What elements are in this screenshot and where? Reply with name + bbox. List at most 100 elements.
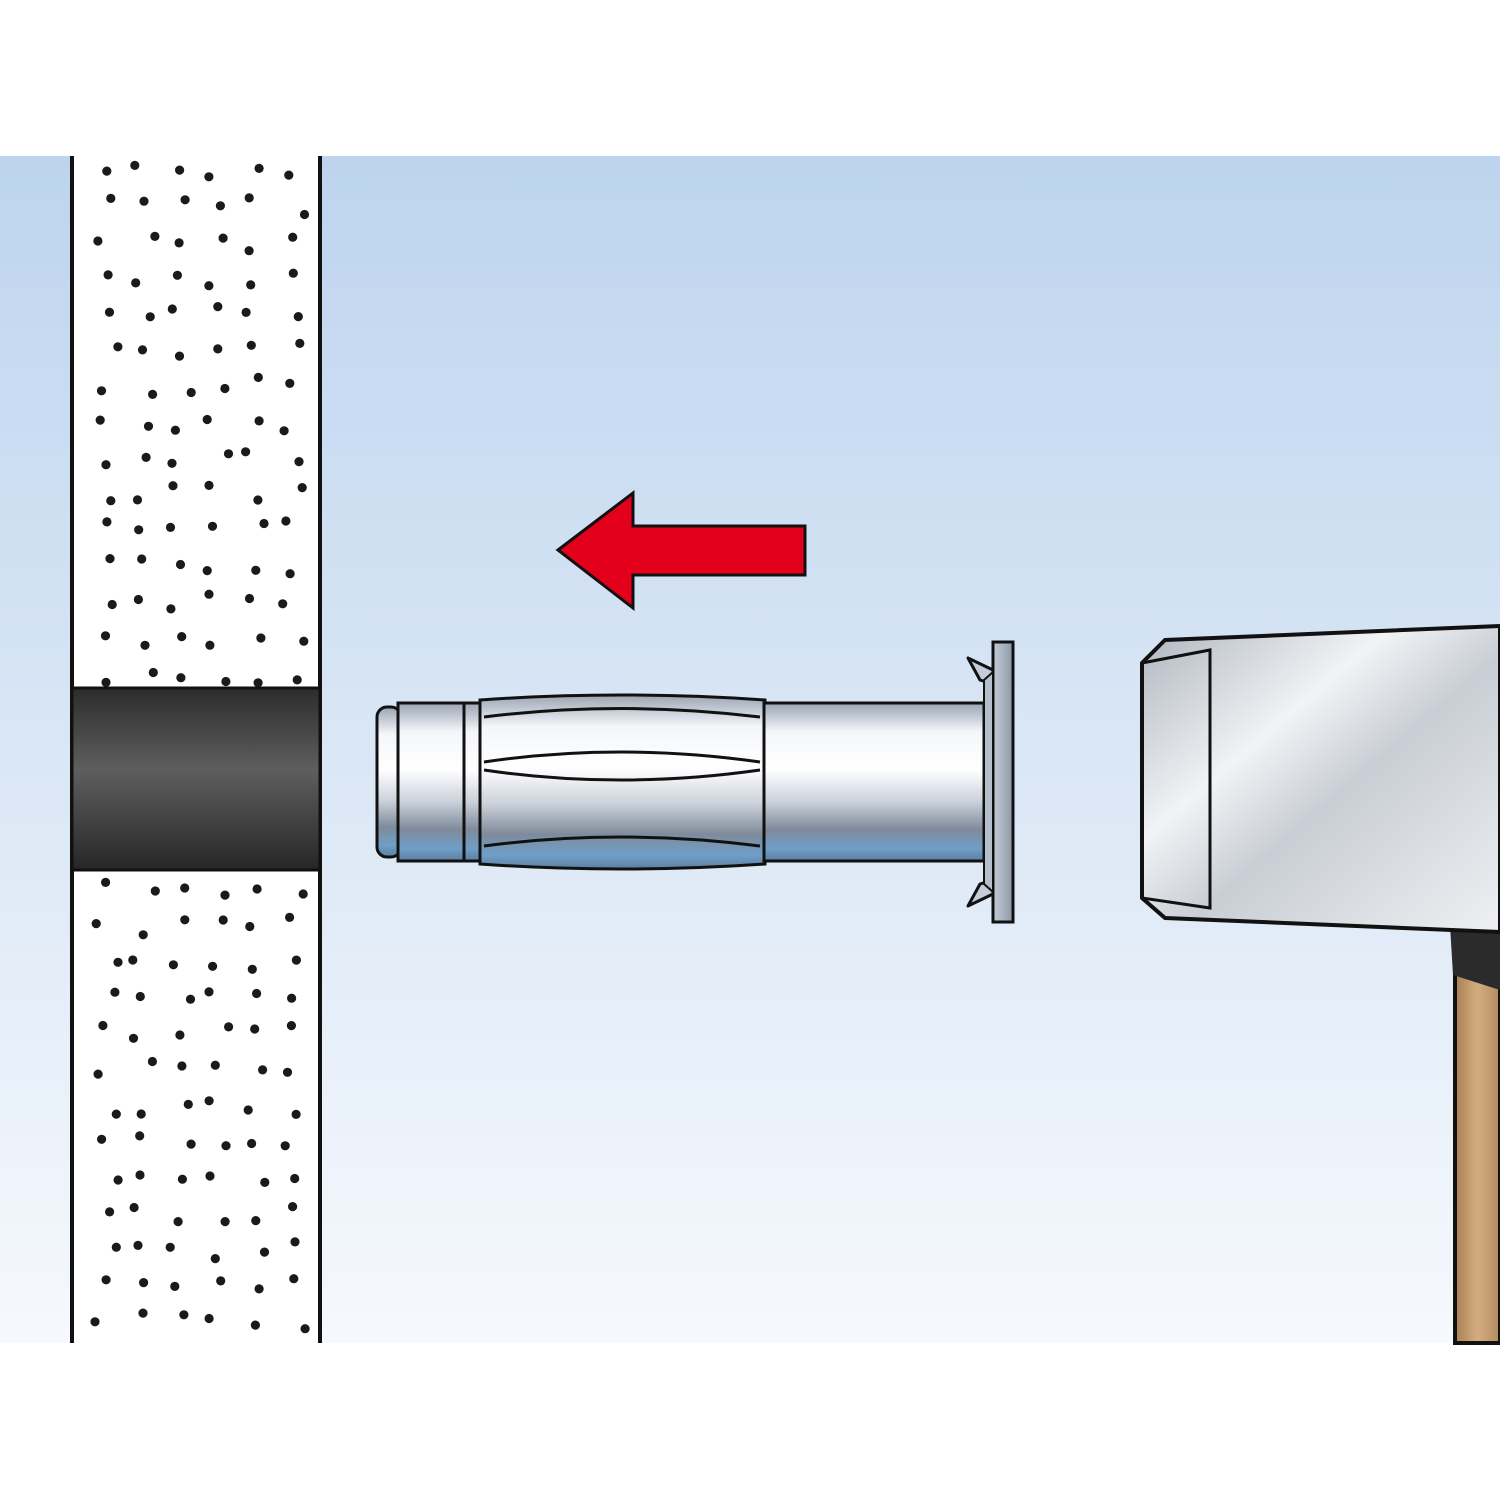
wall-dot — [136, 1109, 146, 1119]
wall-dot — [132, 495, 143, 505]
wall-dot — [293, 312, 303, 322]
wall-dot — [280, 1141, 290, 1151]
wall-dot — [141, 452, 151, 462]
wall-dot — [254, 1284, 264, 1294]
anchor-ring — [462, 701, 482, 863]
anchor-collar — [983, 669, 994, 895]
wall-dot — [281, 516, 291, 526]
wall-dot — [166, 604, 176, 614]
wall-dot — [110, 987, 120, 997]
wall-dot — [207, 521, 218, 531]
wall-dot — [244, 246, 254, 256]
wall-dot — [131, 278, 141, 288]
wall-dot — [221, 1141, 231, 1151]
drilled-hole — [70, 686, 322, 872]
wall-dot — [288, 1202, 298, 1212]
wall-dot — [213, 344, 223, 354]
wall-dot — [204, 1096, 214, 1106]
wall-dot — [138, 930, 148, 940]
wall-dot — [174, 351, 185, 361]
wall-dot — [180, 915, 190, 925]
wall-dot — [97, 1134, 107, 1144]
wall-dot — [175, 1030, 185, 1040]
wall-dot — [208, 961, 218, 971]
wall-dot — [216, 1276, 226, 1286]
wall-dot — [260, 1177, 270, 1187]
wall-dot — [218, 915, 228, 925]
wall-dot — [98, 1020, 108, 1031]
wall-dot — [215, 201, 225, 211]
wall-dot — [135, 1131, 145, 1141]
anchor-rear-sleeve — [762, 701, 986, 863]
wall-dot — [105, 1207, 115, 1217]
wall-dot — [168, 481, 178, 491]
wall-dot — [254, 416, 264, 426]
wall-dot — [137, 345, 148, 355]
wall-dot — [134, 525, 144, 535]
wall-dot — [289, 1274, 299, 1284]
wall-dot — [173, 1217, 183, 1227]
wall-dot — [186, 387, 196, 398]
wall-dot — [128, 955, 138, 965]
wall-dot — [285, 912, 295, 923]
wall-dot — [288, 268, 298, 278]
wall-dot — [96, 386, 107, 396]
wall-dot — [299, 636, 309, 646]
wall-dot — [204, 172, 214, 182]
wall-dot — [104, 307, 115, 317]
wall-section — [70, 156, 322, 1343]
wall-dot — [93, 236, 103, 246]
wall-dot — [128, 1033, 139, 1043]
wall-dot — [177, 632, 187, 642]
wall-dot — [251, 1216, 261, 1226]
hammer-face-bevel — [1141, 648, 1212, 910]
wall-dot — [241, 307, 251, 317]
wall-dot — [292, 675, 302, 685]
wall-dot — [148, 667, 158, 678]
anchor-front-sleeve — [396, 701, 468, 863]
wall-dot — [176, 673, 186, 683]
wall-dot — [139, 1278, 149, 1288]
wall-dot — [167, 458, 177, 468]
wall-dot — [244, 593, 255, 604]
wall-dot — [133, 1240, 143, 1250]
wall-dot — [101, 677, 111, 688]
wall-dot — [278, 599, 288, 609]
wall-dot — [291, 955, 301, 965]
wall-dot — [186, 1139, 196, 1149]
wall-dot — [259, 518, 269, 529]
wall-dot — [254, 163, 264, 173]
wall-dot — [202, 414, 212, 425]
wall-dot — [90, 1317, 100, 1327]
wall-dot — [288, 232, 298, 242]
wall-dot — [177, 1174, 187, 1184]
wall-dot — [101, 460, 111, 470]
anchor-slot-bottom — [483, 835, 761, 848]
wall-dot — [129, 1202, 139, 1213]
wall-dot — [138, 1308, 148, 1318]
wall-dot — [279, 426, 289, 436]
wall-dot — [143, 421, 154, 431]
wall-dot — [282, 1067, 293, 1077]
wall-dot — [223, 449, 234, 459]
wall-dot — [103, 270, 113, 280]
wall-dot — [145, 312, 155, 322]
wall-dot — [294, 457, 304, 467]
wall-dot — [106, 496, 116, 506]
wall-dot — [241, 447, 251, 457]
hollow-wall-anchor — [375, 640, 1015, 924]
wall-dot — [220, 1217, 230, 1227]
wall-dot — [165, 522, 176, 533]
wall-dot — [247, 964, 257, 974]
wall-dot — [218, 233, 228, 243]
wall-dot — [246, 280, 256, 290]
wall-dot — [113, 957, 123, 967]
wall-dot — [175, 165, 185, 175]
wall-dot — [150, 231, 160, 241]
wall-dot — [165, 1242, 175, 1252]
wall-dot — [135, 1170, 145, 1180]
hammer — [1140, 624, 1500, 1345]
wall-dot — [147, 1056, 157, 1067]
wall-dot — [286, 1021, 296, 1031]
